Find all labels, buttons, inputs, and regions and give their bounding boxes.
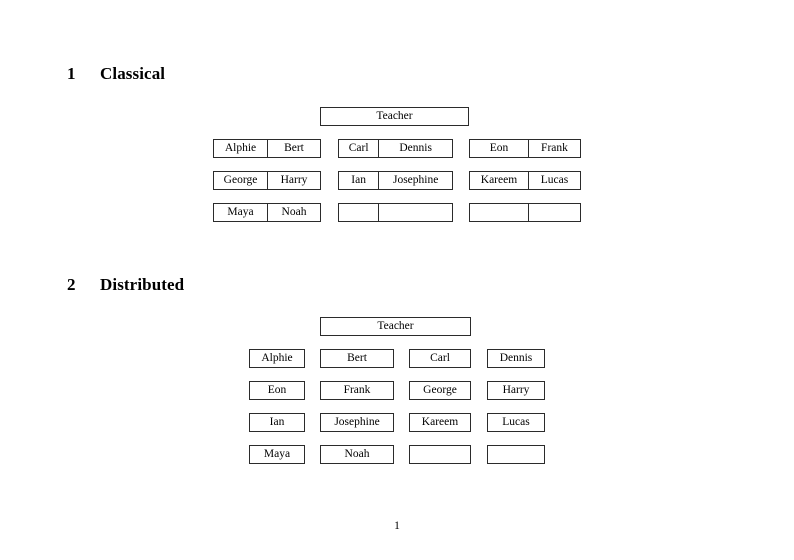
classical-cell [470,204,528,221]
classical-cell: Frank [527,140,580,157]
classical-cell: Harry [266,172,320,189]
classical-cell: Carl [348,142,369,154]
distributed-cell: Dennis [487,349,545,368]
classical-middle-group-row: Ian Josephine [338,171,453,190]
classical-cell [527,204,580,221]
section-number: 1 [67,64,76,83]
distributed-cell: Noah [320,445,394,464]
distributed-cell: Alphie [249,349,305,368]
classical-left-group-row: Alphie Bert [213,139,321,158]
classical-left-group-row: George Harry [213,171,321,190]
classical-cell: Lucas [527,172,580,189]
distributed-cell: Ian [249,413,305,432]
distributed-cell: Eon [249,381,305,400]
distributed-cell [409,445,471,464]
section-heading-classical: 1 Classical [67,65,165,82]
distributed-cell: Lucas [487,413,545,432]
page-number: 1 [394,520,400,532]
distributed-teacher-box: Teacher [320,317,471,336]
distributed-cell: Kareem [409,413,471,432]
classical-right-group-row: Kareem Lucas [469,171,581,190]
classical-teacher-box: Teacher [320,107,469,126]
distributed-cell: George [409,381,471,400]
section-heading-distributed: 2 Distributed [67,276,184,293]
classical-middle-group-row [338,203,453,222]
classical-cell: Noah [266,204,320,221]
section-number: 2 [67,275,76,294]
distributed-cell: Josephine [320,413,394,432]
classical-right-group-row [469,203,581,222]
section-title: Distributed [100,275,185,294]
distributed-cell: Maya [249,445,305,464]
classical-cell [339,204,378,221]
section-title: Classical [100,64,166,83]
classical-cell: Dennis [378,140,452,157]
classical-cell: Eon [489,142,509,154]
distributed-cell: Carl [409,349,471,368]
classical-cell: Maya [227,206,254,218]
classical-cell [378,204,452,221]
classical-right-group-row: Eon Frank [469,139,581,158]
distributed-cell [487,445,545,464]
classical-cell: Kareem [480,174,518,186]
distributed-cell: Harry [487,381,545,400]
classical-middle-group-row: Carl Dennis [338,139,453,158]
classical-cell: Bert [266,140,320,157]
classical-cell: Alphie [224,142,257,154]
distributed-cell: Bert [320,349,394,368]
classical-left-group-row: Maya Noah [213,203,321,222]
classical-cell: George [223,174,258,186]
classical-cell: Josephine [378,172,452,189]
classical-cell: Ian [351,174,366,186]
distributed-cell: Frank [320,381,394,400]
